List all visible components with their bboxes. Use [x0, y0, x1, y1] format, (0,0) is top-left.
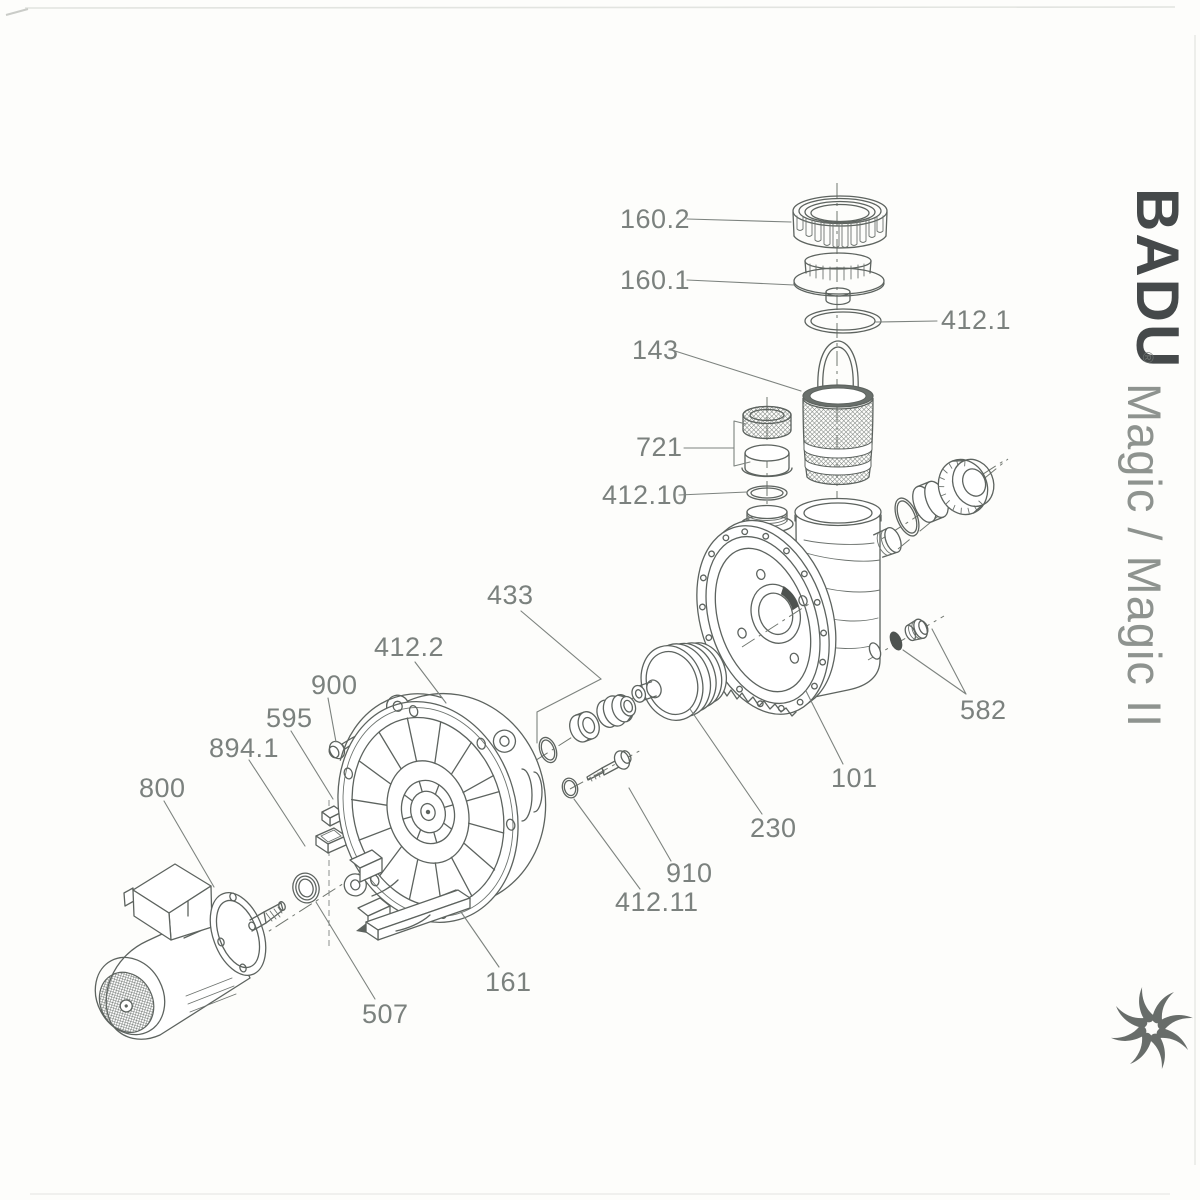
knurled-cap	[742, 405, 792, 440]
drain-plug	[904, 618, 929, 642]
part-label-595: 595	[266, 703, 313, 733]
v-ring	[292, 872, 320, 904]
union-oring	[894, 497, 920, 537]
impeller-shaft-end	[631, 684, 647, 703]
part-label-910: 910	[666, 858, 713, 888]
impeller-pinwheel-logo	[1110, 986, 1194, 1070]
terminal-box	[123, 863, 213, 941]
leader-lines	[163, 218, 967, 1000]
part-labels: 160.2 160.1 412.1 143 721 412.10 433 412…	[139, 204, 1011, 1029]
lantern	[337, 692, 547, 941]
drain-gasket	[889, 631, 903, 651]
part-label-160-2: 160.2	[620, 204, 690, 234]
union-nut-group	[894, 458, 1009, 550]
part-label-507: 507	[362, 999, 409, 1029]
lantern-hub	[400, 779, 456, 845]
union-collar	[912, 480, 949, 523]
part-label-412-1: 412.1	[941, 305, 1011, 335]
part-label-412-2: 412.2	[374, 632, 444, 662]
lid-insert-160-1	[793, 252, 885, 306]
part-label-161: 161	[485, 967, 532, 997]
part-label-412-11: 412.11	[615, 887, 699, 917]
drain-plug-group	[867, 615, 945, 661]
oring-412-2	[339, 693, 443, 761]
lantern-feet	[349, 849, 471, 941]
pump-housing	[696, 497, 902, 717]
part-label-160-1: 160.1	[620, 265, 690, 295]
oring-412-11	[561, 777, 579, 799]
screw-910	[569, 748, 644, 790]
part-label-412-10: 412.10	[602, 480, 688, 510]
part-label-101: 101	[831, 763, 878, 793]
mechanical-seal-group	[538, 694, 637, 764]
registered-trademark-symbol: ®	[1139, 352, 1156, 363]
part-label-894-1: 894.1	[209, 733, 279, 763]
brand-wordmark: BADU	[1124, 188, 1191, 369]
outlet-port	[873, 527, 902, 558]
part-label-721: 721	[636, 432, 683, 462]
scan-artifacts	[5, 6, 1196, 1195]
brand-model-name: Magic / Magic II	[1118, 383, 1171, 728]
impeller	[631, 642, 727, 721]
motor	[94, 863, 286, 1040]
motor-shaft	[249, 901, 286, 932]
motor-flange	[209, 892, 267, 976]
strainer-basket-143	[802, 340, 874, 486]
brand-column: BADU ® Magic / Magic II	[1118, 188, 1191, 728]
seal-oring	[538, 736, 558, 764]
lid-castellations	[796, 215, 884, 248]
rotary-seal	[596, 694, 637, 728]
oring-412-10	[746, 485, 788, 501]
oring-412-1	[804, 308, 882, 334]
part-label-582: 582	[960, 695, 1007, 725]
part-label-230: 230	[750, 813, 797, 843]
part-label-433: 433	[487, 580, 534, 610]
plain-cap	[741, 444, 793, 478]
part-label-900: 900	[311, 670, 358, 700]
housing-flange	[696, 519, 837, 715]
seal-seat-ring	[569, 711, 600, 743]
adaptor-721-group	[741, 405, 793, 501]
part-label-800: 800	[139, 773, 186, 803]
lid-ring-160-2	[792, 195, 888, 249]
flange-sawtooth	[711, 683, 797, 717]
part-label-143: 143	[632, 335, 679, 365]
